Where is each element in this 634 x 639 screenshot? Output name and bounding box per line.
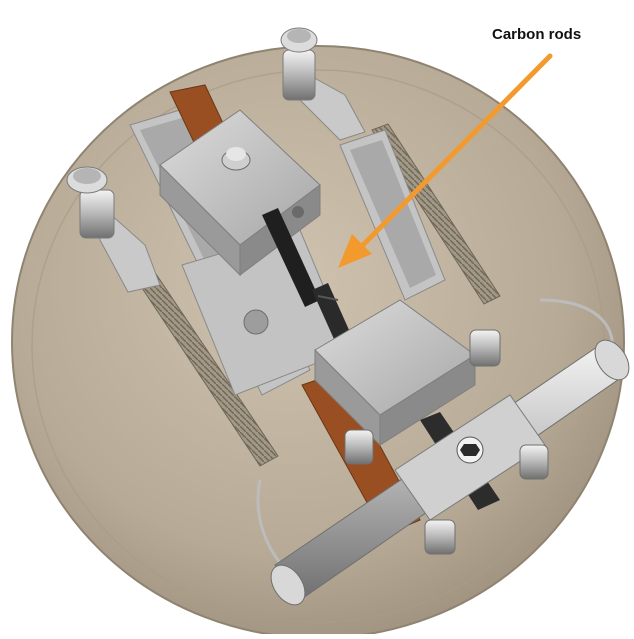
left-post — [66, 166, 161, 293]
carbon-rods-label: Carbon rods — [492, 26, 582, 43]
annotation-arrow — [338, 53, 553, 268]
lower-electrode-block — [314, 299, 476, 447]
right-spring — [371, 123, 501, 305]
clamp-assembly — [256, 298, 630, 606]
right-post — [280, 27, 366, 141]
